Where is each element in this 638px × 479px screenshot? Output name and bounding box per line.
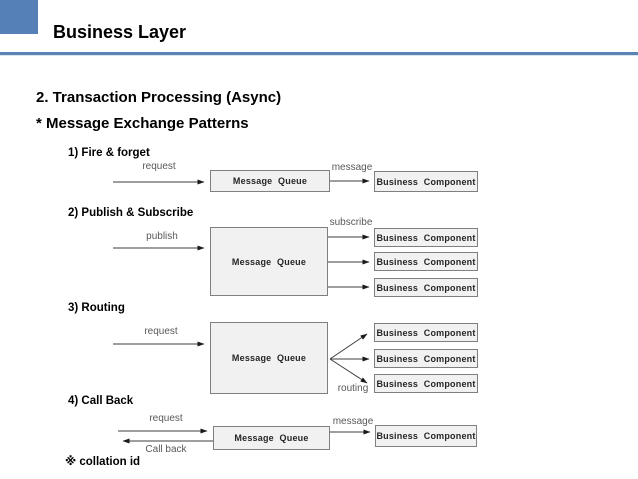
request-label: request bbox=[144, 326, 178, 337]
routing-fan-arrow-3 bbox=[329, 358, 368, 384]
section-title-fire-and-forget: 1) Fire & forget bbox=[68, 147, 150, 159]
publish-label: publish bbox=[146, 231, 178, 242]
message-queue-box: Message Queue bbox=[210, 227, 328, 296]
business-component-box: Business Component bbox=[374, 171, 478, 192]
message-queue-box: Message Queue bbox=[210, 170, 330, 192]
business-component-box: Business Component bbox=[375, 425, 477, 447]
message-queue-box: Message Queue bbox=[210, 322, 328, 394]
business-component-box: Business Component bbox=[374, 374, 478, 393]
collation-id-note: ※ collation id bbox=[65, 456, 141, 468]
section-title-routing: 3) Routing bbox=[68, 302, 125, 314]
callback-label: Call back bbox=[145, 444, 187, 455]
business-component-box: Business Component bbox=[374, 228, 478, 247]
header-divider bbox=[0, 52, 638, 56]
routing-fan-arrow-1 bbox=[329, 333, 368, 360]
section-title-publish-subscribe: 2) Publish & Subscribe bbox=[68, 207, 194, 219]
business-component-box: Business Component bbox=[374, 323, 478, 342]
subscribe-label: subscribe bbox=[329, 217, 373, 228]
request-label: request bbox=[149, 413, 183, 424]
business-component-box: Business Component bbox=[374, 278, 478, 297]
business-component-box: Business Component bbox=[374, 252, 478, 271]
message-label: message bbox=[332, 416, 374, 427]
header-accent-square bbox=[0, 0, 38, 34]
heading-transaction-processing: 2. Transaction Processing (Async) bbox=[36, 89, 282, 106]
section-title-call-back: 4) Call Back bbox=[68, 395, 134, 407]
heading-message-exchange-patterns: * Message Exchange Patterns bbox=[36, 115, 249, 132]
request-label: request bbox=[142, 161, 176, 172]
routing-label: routing bbox=[337, 383, 369, 394]
business-component-box: Business Component bbox=[374, 349, 478, 368]
message-queue-box: Message Queue bbox=[213, 426, 330, 450]
slide-title: Business Layer bbox=[53, 22, 187, 42]
message-label: message bbox=[331, 162, 373, 173]
